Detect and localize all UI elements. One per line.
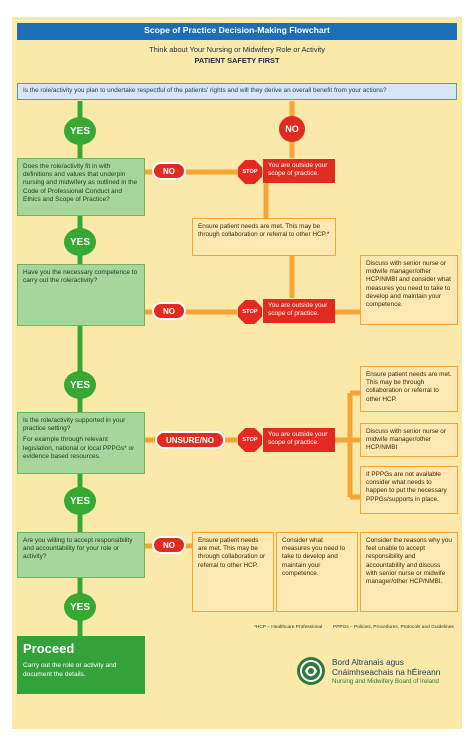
question-practice-setting: Is the role/activity supported in your p… (17, 412, 145, 474)
question-code-of-conduct: Does the role/activity fit in with defin… (17, 158, 145, 216)
yes-badge-3: YES (64, 371, 96, 399)
yes-badge-2: YES (64, 228, 96, 256)
outside-scope-box-q1: You are outside your scope of practice. (263, 159, 335, 183)
q3-option-ensure-needs: Ensure patient needs are met. This may b… (360, 366, 458, 412)
yes-badge-5: YES (64, 593, 96, 621)
no-badge-top: NO (279, 116, 305, 142)
stop-sign-q2: STOP (238, 300, 262, 324)
question-accountability: Are you willing to accept responsibility… (17, 532, 145, 578)
question-rights-benefit: Is the role/activity you plan to underta… (17, 83, 457, 100)
stop-sign-q3: STOP (238, 428, 262, 452)
footnote-hcp: *HCP – Healthcare Professional (254, 625, 323, 630)
no-pill-q1: NO (152, 162, 186, 180)
no-pill-q4: NO (152, 536, 186, 554)
outside-scope-box-q3: You are outside your scope of practice. (263, 428, 335, 452)
yes-badge-4: YES (64, 487, 96, 515)
q4-option-measures: Consider what measures you need to take … (276, 532, 358, 612)
q3-option-pppgs: If PPPGs are not available consider what… (360, 466, 458, 514)
flowchart-subtitle: Think about Your Nursing or Midwifery Ro… (149, 45, 325, 54)
outside-scope-box-q2: You are outside your scope of practice. (263, 299, 335, 323)
proceed-text: Carry out the role or activity and docum… (23, 662, 117, 678)
unsure-no-pill-q3: UNSURE/NO (155, 431, 225, 449)
q4-option-reasons: Consider the reasons why you feel unable… (360, 532, 458, 612)
stop-sign-q1: STOP (238, 160, 262, 184)
flowchart-title: Scope of Practice Decision-Making Flowch… (17, 23, 457, 40)
proceed-box: Proceed Carry out the role or activity a… (17, 636, 145, 694)
q3-option-discuss: Discuss with senior nurse or midwife man… (360, 423, 458, 457)
logo-line-1: Bord Altranais agus (332, 657, 404, 667)
yes-badge-1: YES (64, 117, 96, 145)
patient-safety-tagline: PATIENT SAFETY FIRST (194, 56, 280, 65)
logo-line-3: Nursing and Midwifery Board of Ireland (332, 678, 439, 685)
no-pill-q2: NO (152, 302, 186, 320)
question-practice-setting-main: Is the role/activity supported in your p… (23, 417, 126, 433)
ensure-patient-needs-box: Ensure patient needs are met. This may b… (192, 218, 336, 256)
discuss-competence-box: Discuss with senior nurse or midwife man… (360, 255, 458, 325)
proceed-heading: Proceed (23, 641, 75, 656)
footnote-pppgs: PPPGs – Policies, Procedures, Protocols … (333, 625, 454, 630)
nmbi-logo-icon (296, 656, 326, 686)
question-practice-setting-example: For example through relevant legislation… (23, 436, 135, 460)
logo-line-2: Cnáimhseachais na hÉireann (332, 667, 441, 677)
q4-option-ensure-needs: Ensure patient needs are met. This may b… (192, 532, 274, 612)
question-competence: Have you the necessary competence to car… (17, 264, 145, 326)
